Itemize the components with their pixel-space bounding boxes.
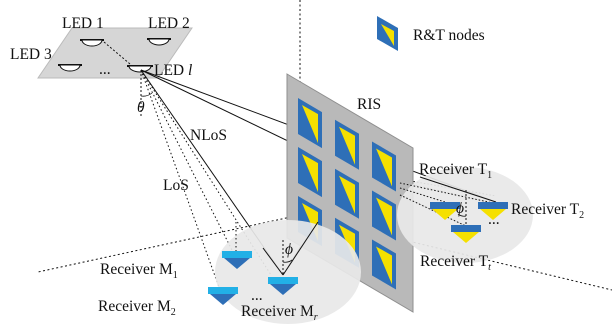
receiver-t1-node xyxy=(430,202,460,220)
phi-label-t: ϕ xyxy=(456,200,464,217)
receiver-t-region xyxy=(397,167,533,263)
legend: R&T nodes xyxy=(377,16,485,51)
los-ray-to-m1 xyxy=(140,69,237,259)
led-2-label: LED 2 xyxy=(148,15,190,32)
ris-element xyxy=(372,141,396,192)
led-3-lamp xyxy=(58,64,82,72)
receiver-t-ellipsis: ... xyxy=(488,211,500,228)
receiver-m2-label: Receiver M2 xyxy=(98,298,176,318)
led-2-lamp xyxy=(147,38,171,46)
receiver-m1-label: Receiver M1 xyxy=(100,261,178,281)
theta-arc xyxy=(140,92,153,97)
legend-label: R&T nodes xyxy=(413,27,485,44)
receiver-m-ellipsis: ... xyxy=(251,287,263,304)
phi-arc-t xyxy=(457,213,467,217)
led-l-lamp xyxy=(127,65,153,73)
room-lines xyxy=(37,0,612,291)
ris-element xyxy=(335,119,359,170)
led-1-lamp xyxy=(80,39,104,47)
los-label: LoS xyxy=(163,177,189,194)
receiver-tt-label: Receiver Tt xyxy=(420,253,491,273)
led-1-label: LED 1 xyxy=(62,15,104,32)
led-link-dashed xyxy=(103,41,131,65)
receiver-t1-label: Receiver T1 xyxy=(419,161,492,181)
receiver-mr-label: Receiver Mr xyxy=(241,303,318,323)
led-3-label: LED 3 xyxy=(10,46,52,63)
led-ellipsis: ... xyxy=(99,61,111,78)
phi-arc-mr xyxy=(282,259,293,263)
theta-label: θ xyxy=(137,99,145,116)
receiver-m1-node xyxy=(222,251,252,269)
ris-element xyxy=(335,168,359,219)
receiver-t2-label: Receiver T2 xyxy=(511,201,584,221)
los-ray-to-mr-dotted xyxy=(140,69,272,276)
receiver-mr-node xyxy=(268,277,298,295)
receiver-m-region xyxy=(215,220,361,324)
nlos-label: NLoS xyxy=(190,127,227,144)
legend-node-icon xyxy=(377,16,398,51)
los-ray-to-m2 xyxy=(140,69,221,291)
led-l-label: LED l xyxy=(154,62,192,79)
phi-label-mr: ϕ xyxy=(285,241,293,258)
ris-element xyxy=(298,147,322,198)
receiver-tt-node xyxy=(451,225,481,243)
receiver-m2-node xyxy=(208,287,238,305)
ris-element xyxy=(298,98,322,149)
ris-element xyxy=(372,239,396,290)
ris-label: RIS xyxy=(357,96,381,113)
ris-element xyxy=(372,190,396,241)
receiver-t2-node xyxy=(478,202,508,220)
